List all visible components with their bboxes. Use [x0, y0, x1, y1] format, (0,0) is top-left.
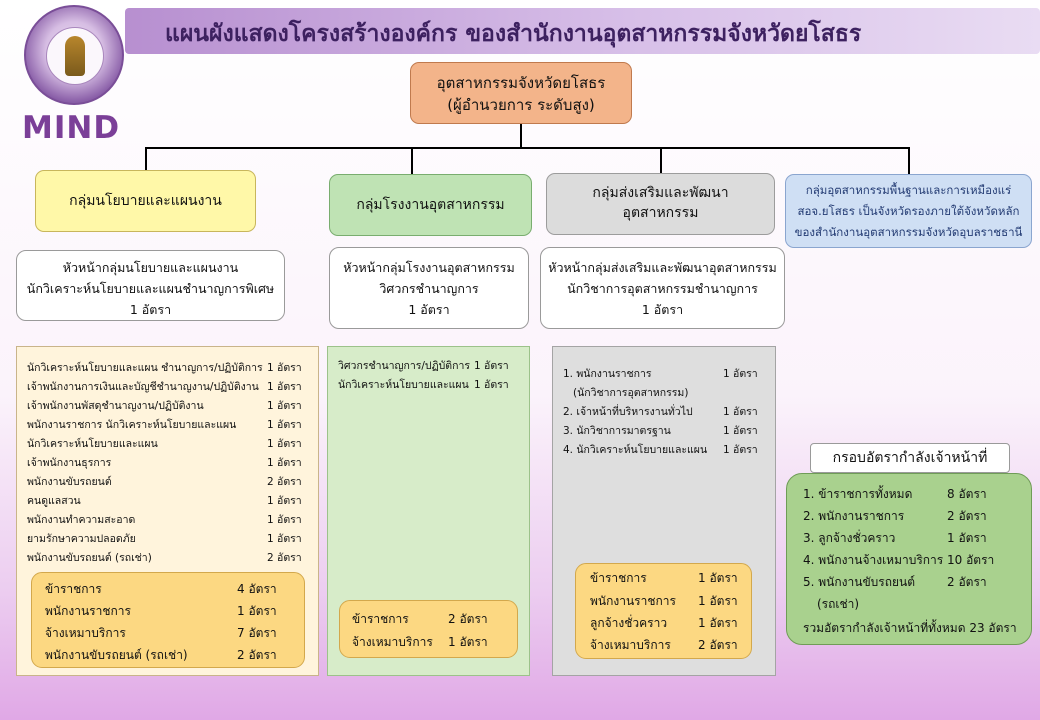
list-item: พนักงานขับรถยนต์ (รถเช่า)2 อัตรา: [27, 552, 302, 564]
provincial-director-box: อุตสาหกรรมจังหวัดยโสธร (ผู้อำนวยการ ระดั…: [410, 62, 632, 124]
policy-group-name: กลุ่มนโยบายและแผนงาน: [69, 193, 222, 209]
factory-group-name: กลุ่มโรงงานอุตสาหกรรม: [356, 197, 505, 213]
policy-head-box: หัวหน้ากลุ่มนโยบายและแผนงาน นักวิเคราะห์…: [16, 250, 285, 321]
policy-head-position: นักวิเคราะห์นโยบายและแผนชำนาญการพิเศษ: [26, 281, 275, 296]
list-item: (นักวิชาการอุตสาหกรรม): [573, 387, 689, 399]
director-title: อุตสาหกรรมจังหวัดยโสธร: [436, 74, 606, 92]
factory-head-box: หัวหน้ากลุ่มโรงงานอุตสาหกรรม วิศวกรชำนาญ…: [329, 247, 529, 329]
mining-group-line2: สอจ.ยโสธร เป็นจังหวัดรองภายใต้จังหวัดหลั…: [797, 204, 1020, 218]
title-bar: แผนผังแสดงโครงสร้างองค์กร ของสำนักงานอุต…: [125, 8, 1040, 54]
framework-item: (รถเช่า): [817, 597, 860, 611]
promotion-group-name-line2: อุตสาหกรรม: [622, 205, 699, 221]
mining-group-box: กลุ่มอุตสาหกรรมพื้นฐานและการเหมืองแร่ สอ…: [785, 174, 1032, 248]
mining-group-line1: กลุ่มอุตสาหกรรมพื้นฐานและการเหมืองแร่: [805, 183, 1012, 197]
seal-center: [46, 27, 104, 85]
connector-policy: [145, 147, 147, 170]
list-item: นักวิเคราะห์นโยบายและแผน ชำนาญการ/ปฏิบัต…: [27, 362, 302, 374]
logo-text: MIND: [22, 110, 121, 146]
promotion-group-box: กลุ่มส่งเสริมและพัฒนา อุตสาหกรรม: [546, 173, 775, 235]
director-level: (ผู้อำนวยการ ระดับสูง): [447, 96, 595, 114]
connector-horizontal: [145, 147, 909, 149]
framework-label: กรอบอัตรากำลังเจ้าหน้าที่: [810, 443, 1010, 473]
deity-figure-icon: [65, 36, 85, 76]
policy-group-box: กลุ่มนโยบายและแผนงาน: [35, 170, 256, 232]
policy-head-count: 1 อัตรา: [129, 302, 172, 317]
connector-mining: [908, 147, 910, 174]
framework-item: 5. พนักงานขับรถยนต์2 อัตรา: [803, 575, 987, 589]
connector-factory: [411, 147, 413, 174]
framework-total: รวมอัตรากำลังเจ้าหน้าที่ทั้งหมด 23 อัตรา: [803, 621, 1017, 635]
summary-row: พนักงานขับรถยนต์ (รถเช่า)2 อัตรา: [45, 648, 277, 662]
promotion-head-position: นักวิชาการอุตสาหกรรมชำนาญการ: [567, 281, 758, 296]
connector-promotion: [660, 147, 662, 173]
mining-group-line3: ของสำนักงานอุตสาหกรรมจังหวัดอุบลราชธานี: [794, 225, 1023, 239]
promotion-head-box: หัวหน้ากลุ่มส่งเสริมและพัฒนาอุตสาหกรรม น…: [540, 247, 785, 329]
connector-top-vertical: [520, 124, 522, 148]
policy-head-title: หัวหน้ากลุ่มนโยบายและแผนงาน: [62, 260, 239, 275]
promotion-group-name-line1: กลุ่มส่งเสริมและพัฒนา: [592, 185, 729, 201]
promotion-head-title: หัวหน้ากลุ่มส่งเสริมและพัฒนาอุตสาหกรรม: [548, 260, 777, 275]
ministry-seal-icon: [24, 5, 124, 105]
policy-staff-panel: นักวิเคราะห์นโยบายและแผน ชำนาญการ/ปฏิบัต…: [16, 346, 319, 676]
factory-group-box: กลุ่มโรงงานอุตสาหกรรม: [329, 174, 532, 236]
page-title: แผนผังแสดงโครงสร้างองค์กร ของสำนักงานอุต…: [165, 21, 862, 47]
factory-head-position: วิศวกรชำนาญการ: [379, 281, 479, 296]
promotion-head-count: 1 อัตรา: [641, 302, 684, 317]
list-item: พนักงานขับรถยนต์2 อัตรา: [27, 476, 302, 488]
factory-head-count: 1 อัตรา: [408, 302, 450, 317]
list-item: เจ้าพนักงานการเงินและบัญชีชำนาญงาน/ปฏิบั…: [27, 381, 302, 393]
factory-head-title: หัวหน้ากลุ่มโรงงานอุตสาหกรรม: [343, 260, 515, 275]
